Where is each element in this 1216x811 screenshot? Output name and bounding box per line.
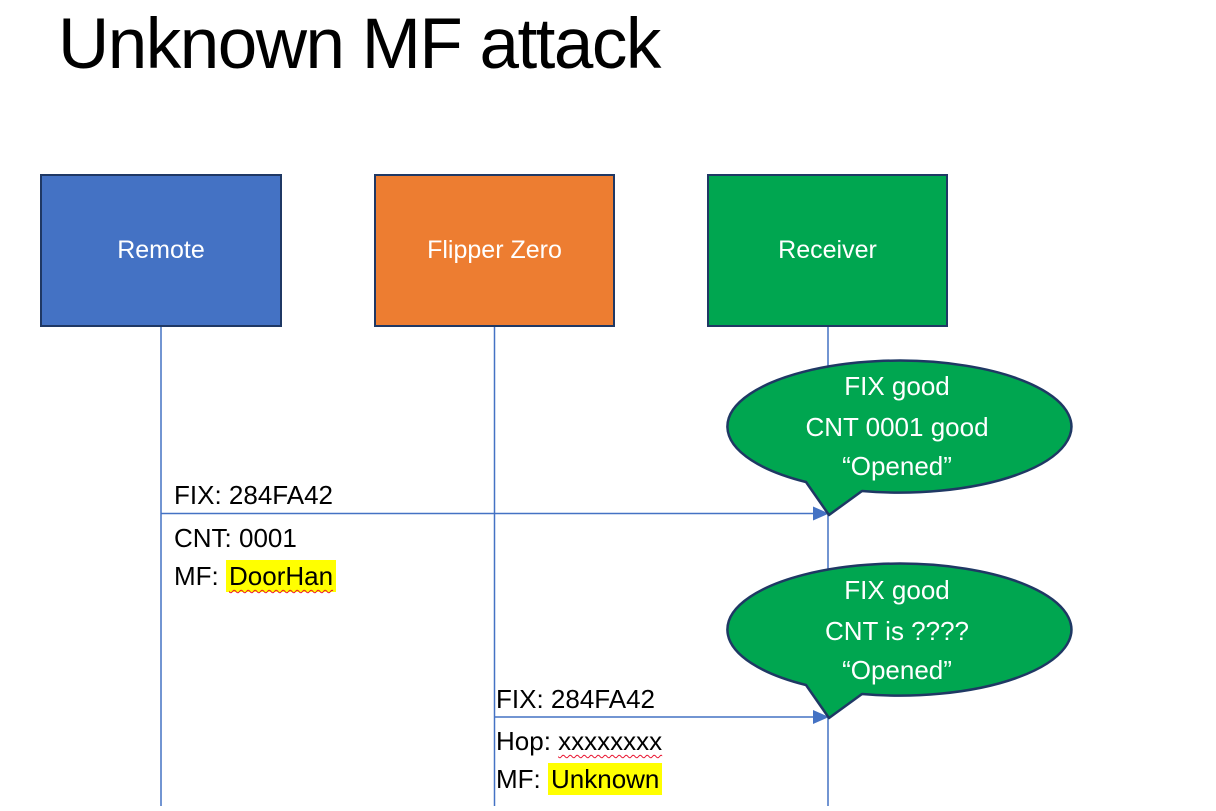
callout-1-line-1: FIX good bbox=[844, 371, 950, 401]
message1-label-mf: MF: DoorHan bbox=[174, 560, 337, 592]
callout-2-line-1: FIX good bbox=[844, 575, 950, 605]
actor-box-flipper-zero: Flipper Zero bbox=[374, 174, 615, 327]
message1-arrowhead bbox=[813, 506, 829, 521]
message1-mf-value-highlighted: DoorHan bbox=[226, 560, 337, 592]
message2-mf-prefix: MF: bbox=[496, 764, 548, 794]
callout-bubble-2: FIX good CNT is ???? “Opened” bbox=[726, 562, 1073, 720]
message2-label-fix: FIX: 284FA42 bbox=[496, 684, 655, 714]
message2-arrowhead bbox=[813, 710, 829, 724]
callout-bubble-1: FIX good CNT 0001 good “Opened” bbox=[726, 359, 1073, 517]
message1-label-fix: FIX: 284FA42 bbox=[174, 480, 333, 510]
callout-bubble-2-shape bbox=[726, 562, 1073, 720]
message2-hop-value: xxxxxxxx bbox=[558, 726, 663, 756]
actor-label-remote: Remote bbox=[117, 236, 205, 264]
message2-hop-prefix: Hop: bbox=[496, 726, 559, 756]
callout-2-line-3: “Opened” bbox=[842, 655, 952, 685]
message2-label-mf: MF: Unknown bbox=[496, 763, 663, 795]
message1-label-cnt: CNT: 0001 bbox=[174, 523, 297, 553]
message1-mf-prefix: MF: bbox=[174, 561, 226, 591]
callout-1-line-3: “Opened” bbox=[842, 451, 952, 481]
message2-label-hop: Hop: xxxxxxxx bbox=[496, 726, 662, 756]
actor-label-flipper-zero: Flipper Zero bbox=[427, 236, 562, 264]
actor-label-receiver: Receiver bbox=[778, 236, 877, 264]
callout-2-line-2: CNT is ???? bbox=[825, 616, 969, 646]
page-title: Unknown MF attack bbox=[58, 5, 661, 84]
callout-bubble-1-shape bbox=[726, 359, 1073, 517]
callout-1-line-2: CNT 0001 good bbox=[805, 412, 988, 442]
actor-box-remote: Remote bbox=[40, 174, 282, 327]
message2-mf-value-highlighted: Unknown bbox=[548, 763, 663, 795]
actor-box-receiver: Receiver bbox=[707, 174, 948, 327]
